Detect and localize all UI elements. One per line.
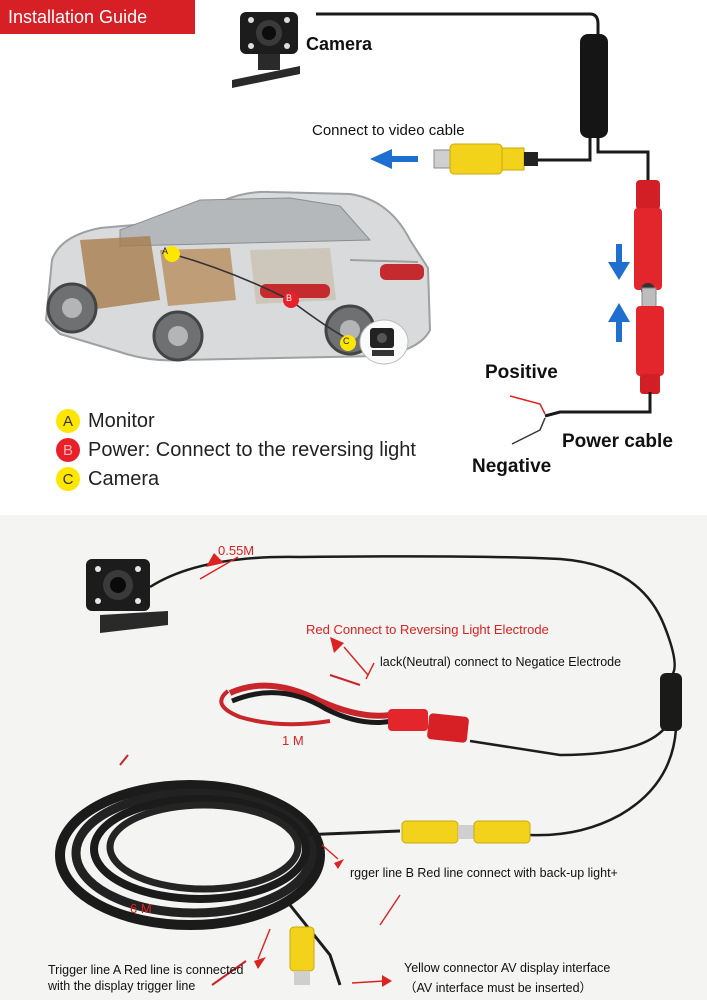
marker-c (340, 335, 356, 351)
length-1m-label: 1 M (282, 733, 304, 748)
yellow-connector-label-line1: Yellow connector AV display interface (404, 961, 611, 975)
legend-badge: C (56, 467, 80, 491)
camera-icon (86, 559, 168, 633)
legend-badge: A (56, 409, 80, 433)
marker-b-label: B (286, 293, 293, 303)
legend-badge: B (56, 438, 80, 462)
arrow-down-icon (608, 244, 630, 280)
marker-a (164, 246, 180, 262)
camera-label: Camera (306, 34, 373, 54)
cable-coil (55, 754, 401, 986)
rca-video-connector (433, 143, 538, 175)
wiring-diagram-top (44, 12, 664, 445)
marker-c-label: C (343, 336, 350, 346)
positive-label: Positive (485, 362, 558, 383)
negative-label: Negative (472, 456, 552, 477)
cable-photo-illustration (55, 553, 682, 987)
splitter-box (660, 673, 682, 731)
splitter-box (580, 34, 608, 138)
rca-connector-pair (401, 820, 531, 844)
rca-av-connector (289, 926, 315, 985)
marker-b (283, 292, 299, 308)
legend-item-power: B Power: Connect to the reversing light (56, 437, 416, 463)
trigger-a-label-line2: with the display trigger line (48, 979, 196, 993)
installation-guide-panel: Installation Guide Camera Connect to vid… (0, 0, 673, 492)
red-electrode-label: Red Connect to Reversing Light Electrode (306, 622, 549, 637)
legend-item-monitor: A Monitor (56, 408, 155, 434)
arrow-left-icon (370, 149, 418, 169)
power-cable (544, 392, 652, 418)
red-male-connector (636, 287, 664, 394)
camera-icon (232, 12, 300, 88)
video-cable-label: Connect to video cable (312, 122, 465, 139)
car-illustration (44, 190, 432, 365)
page-title: Installation Guide (0, 0, 195, 34)
red-female-connector (634, 180, 662, 297)
legend-text: Power: Connect to the reversing light (88, 438, 416, 461)
black-electrode-label: lack(Neutral) connect to Negatice Electr… (380, 655, 622, 669)
yellow-connector-label-line2: （AV interface must be inserted） (404, 981, 593, 995)
trigger-a-label-line1: Trigger line A Red line is connected (48, 963, 244, 977)
red-power-connector (388, 709, 469, 743)
length-6m-label: 6 M (130, 901, 152, 916)
camera-cable (316, 12, 600, 40)
product-photo-panel: 0.55M Red Connect to Reversing Light Ele… (0, 515, 707, 1000)
video-branch-cable (535, 138, 592, 162)
positive-wire (509, 395, 546, 415)
legend-text: Monitor (88, 409, 155, 432)
power-cable-label: Power cable (562, 431, 673, 452)
legend-item-camera: C Camera (56, 466, 159, 492)
trigger-b-label: rgger line B Red line connect with back-… (350, 866, 618, 880)
negative-wire (511, 417, 546, 445)
power-branch-cable (596, 138, 650, 180)
arrow-up-icon (608, 303, 630, 342)
length-0-55m-label: 0.55M (218, 543, 255, 558)
marker-a-label: A (162, 246, 169, 256)
legend-text: Camera (88, 467, 160, 490)
